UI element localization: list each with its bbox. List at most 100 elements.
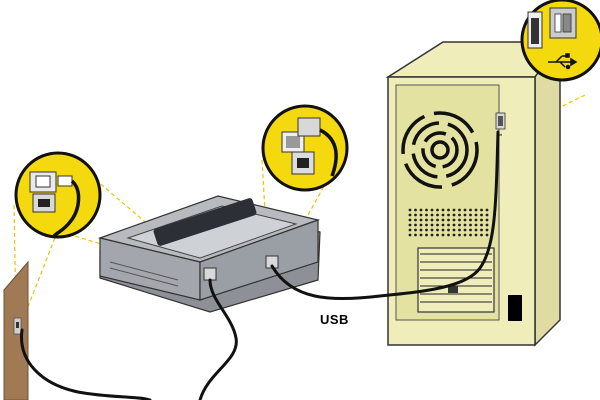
vent-hole bbox=[452, 223, 456, 227]
vent-hole bbox=[458, 208, 461, 212]
vent-hole bbox=[441, 223, 445, 227]
vent-hole bbox=[469, 208, 472, 212]
fan-grille bbox=[401, 111, 479, 189]
vent-hole bbox=[408, 233, 412, 237]
vent-hole bbox=[469, 223, 472, 227]
vent-hole bbox=[414, 213, 417, 217]
vent-hole bbox=[480, 233, 483, 237]
vent-hole bbox=[447, 208, 450, 212]
vent-hole bbox=[452, 233, 456, 237]
vent-hole bbox=[447, 233, 450, 237]
vent-hole bbox=[425, 223, 428, 227]
vent-holes bbox=[408, 208, 489, 237]
vent-hole bbox=[447, 218, 450, 222]
vent-hole bbox=[452, 228, 456, 232]
vent-hole bbox=[414, 223, 417, 227]
vent-hole bbox=[463, 223, 467, 227]
vent-hole bbox=[441, 218, 445, 222]
vent-hole bbox=[480, 223, 483, 227]
vent-hole bbox=[419, 228, 423, 232]
vent-hole bbox=[458, 223, 461, 227]
vent-hole bbox=[480, 213, 483, 217]
vent-hole bbox=[485, 218, 489, 222]
vent-hole bbox=[430, 228, 434, 232]
vent-hole bbox=[474, 233, 478, 237]
vent-hole bbox=[425, 208, 428, 212]
vent-hole bbox=[485, 213, 489, 217]
vent-hole bbox=[419, 233, 423, 237]
rj11-port-icon bbox=[29, 171, 73, 213]
vent-hole bbox=[436, 208, 439, 212]
vent-hole bbox=[463, 208, 467, 212]
vent-hole bbox=[469, 218, 472, 222]
vent-hole bbox=[485, 208, 489, 212]
vent-hole bbox=[463, 213, 467, 217]
vent-hole bbox=[419, 213, 423, 217]
cables bbox=[20, 130, 500, 400]
vent-hole bbox=[469, 228, 472, 232]
vent-hole bbox=[458, 218, 461, 222]
vent-hole bbox=[480, 208, 483, 212]
vent-hole bbox=[474, 228, 478, 232]
vent-hole bbox=[425, 213, 428, 217]
vent-hole bbox=[414, 208, 417, 212]
usb-b-port-icon bbox=[281, 117, 321, 175]
vent-hole bbox=[447, 223, 450, 227]
vent-hole bbox=[480, 218, 483, 222]
vent-hole bbox=[436, 228, 439, 232]
vent-hole bbox=[425, 218, 428, 222]
vent-hole bbox=[458, 213, 461, 217]
vent-hole bbox=[408, 223, 412, 227]
vent-hole bbox=[474, 218, 478, 222]
vent-hole bbox=[408, 218, 412, 222]
vent-hole bbox=[436, 213, 439, 217]
vent-hole bbox=[452, 218, 456, 222]
vent-hole bbox=[474, 223, 478, 227]
usb-symbol-icon bbox=[548, 53, 578, 70]
vent-hole bbox=[414, 228, 417, 232]
vent-hole bbox=[441, 233, 445, 237]
vent-hole bbox=[485, 228, 489, 232]
computer-tower: ⇌ bbox=[385, 39, 562, 347]
callout-phone-line-port bbox=[14, 151, 102, 239]
vent-hole bbox=[441, 208, 445, 212]
vent-hole bbox=[485, 223, 489, 227]
vent-hole bbox=[430, 223, 434, 227]
vent-hole bbox=[447, 213, 450, 217]
tower-side-slot bbox=[508, 295, 522, 321]
vent-hole bbox=[474, 208, 478, 212]
vent-hole bbox=[436, 223, 439, 227]
vent-hole bbox=[414, 233, 417, 237]
dsl-modem bbox=[97, 195, 321, 313]
vent-hole bbox=[408, 228, 412, 232]
vent-hole bbox=[408, 213, 412, 217]
vent-hole bbox=[447, 228, 450, 232]
usb-a-port-icon bbox=[527, 7, 577, 49]
vent-hole bbox=[436, 218, 439, 222]
vent-hole bbox=[485, 233, 489, 237]
vent-hole bbox=[463, 228, 467, 232]
vent-hole bbox=[430, 208, 434, 212]
callout-computer-usb-port bbox=[520, 0, 600, 82]
callout-modem-usb-port bbox=[261, 104, 349, 192]
vent-hole bbox=[414, 218, 417, 222]
vent-hole bbox=[452, 213, 456, 217]
vent-hole bbox=[425, 233, 428, 237]
vent-hole bbox=[463, 233, 467, 237]
vent-hole bbox=[419, 218, 423, 222]
vent-hole bbox=[436, 233, 439, 237]
vent-hole bbox=[408, 208, 412, 212]
vent-hole bbox=[469, 213, 472, 217]
vent-hole bbox=[474, 213, 478, 217]
vent-hole bbox=[458, 233, 461, 237]
vent-hole bbox=[452, 208, 456, 212]
svg-text:⇌: ⇌ bbox=[498, 133, 502, 139]
vent-hole bbox=[441, 228, 445, 232]
modem-phone-port bbox=[203, 267, 217, 281]
vent-hole bbox=[419, 208, 423, 212]
vent-hole bbox=[425, 228, 428, 232]
expansion-slots bbox=[417, 247, 495, 313]
wall-phone-jack bbox=[3, 260, 29, 400]
vent-hole bbox=[430, 213, 434, 217]
